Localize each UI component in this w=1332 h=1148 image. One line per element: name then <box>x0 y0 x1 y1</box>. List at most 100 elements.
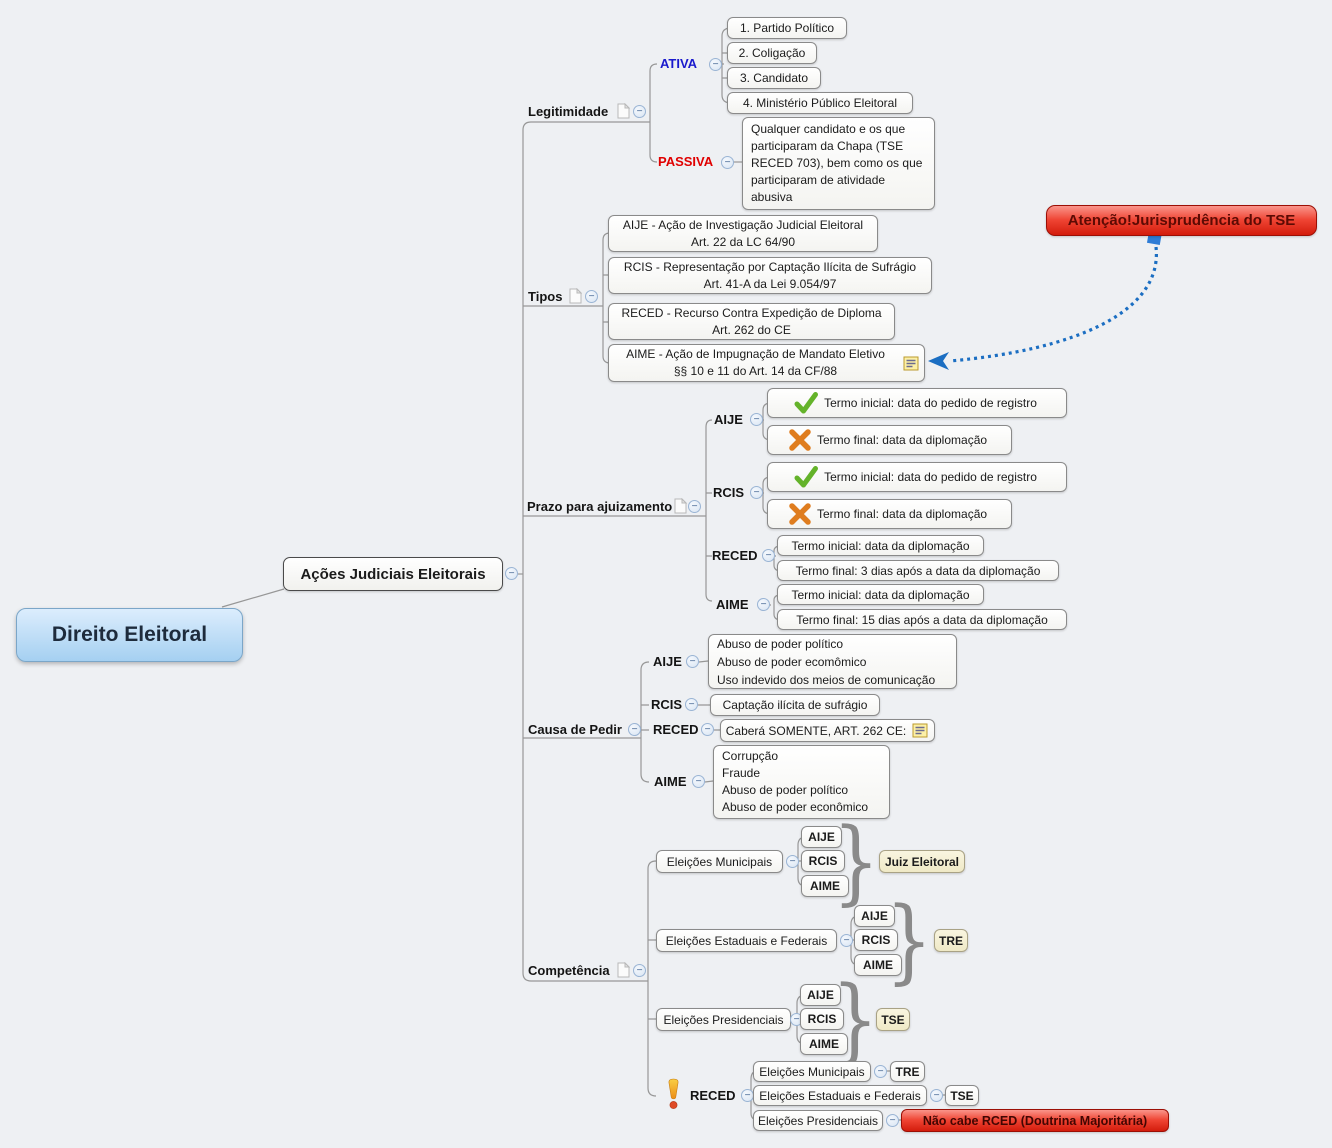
check-icon <box>794 466 819 488</box>
causa-aime-items[interactable]: Corrupção Fraude Abuso de poder político… <box>713 745 890 819</box>
action-label: AIJE <box>807 988 834 1002</box>
tipo-rcis[interactable]: RCIS - Representação por Captação Ilícit… <box>608 257 932 294</box>
prazo-reced[interactable]: RECED <box>712 548 758 563</box>
prazo-aije[interactable]: AIJE <box>714 412 743 427</box>
collapse-icon[interactable] <box>709 58 722 71</box>
notes-paper-icon[interactable] <box>617 103 630 119</box>
collapse-icon[interactable] <box>874 1065 887 1078</box>
ativa-item[interactable]: 2. Coligação <box>727 42 817 64</box>
reced-court-tre[interactable]: TRE <box>890 1061 925 1082</box>
termo-text: Termo inicial: data da diplomação <box>791 538 970 553</box>
collapse-icon[interactable] <box>750 486 763 499</box>
passiva-description-text: Qualquer candidato e os que participaram… <box>751 122 923 204</box>
court-juiz-eleitoral[interactable]: Juiz Eleitoral <box>879 850 965 873</box>
ativa-item-label: 4. Ministério Público Eleitoral <box>742 96 898 110</box>
causa-aime[interactable]: AIME <box>654 774 687 789</box>
court-tse[interactable]: TSE <box>876 1008 910 1031</box>
note-icon[interactable] <box>912 723 929 739</box>
comp-estaduais[interactable]: Eleições Estaduais e Federais <box>656 929 837 952</box>
tipo-reced[interactable]: RECED - Recurso Contra Expedição de Dipl… <box>608 303 895 340</box>
collapse-icon[interactable] <box>721 156 734 169</box>
action-label: AIJE <box>808 830 835 844</box>
reced-warning-label: Não cabe RCED (Doutrina Majoritária) <box>922 1113 1148 1128</box>
collapse-icon[interactable] <box>585 290 598 303</box>
node-ativa-label: ATIVA <box>660 56 698 71</box>
reced-presidenciais[interactable]: Eleições Presidenciais <box>753 1110 883 1131</box>
causa-rcis[interactable]: RCIS <box>651 697 682 712</box>
collapse-icon[interactable] <box>750 413 763 426</box>
prazo-reced-inicial[interactable]: Termo inicial: data da diplomação <box>777 535 984 556</box>
tipo-subtitle: §§ 10 e 11 do Art. 14 da CF/88 <box>673 364 838 378</box>
prazo-aije-final[interactable]: Termo final: data da diplomação <box>767 425 1012 455</box>
reced-estaduais[interactable]: Eleições Estaduais e Federais <box>753 1085 927 1106</box>
notes-paper-icon[interactable] <box>617 962 630 978</box>
tipo-subtitle: Art. 41-A da Lei 9.054/97 <box>703 276 837 291</box>
collapse-icon[interactable] <box>886 1114 899 1127</box>
reced-municipais[interactable]: Eleições Municipais <box>753 1061 871 1082</box>
tipo-aije[interactable]: AIJE - Ação de Investigação Judicial Ele… <box>608 215 878 252</box>
reced-row-label: Eleições Presidenciais <box>757 1113 879 1128</box>
causa-rcis-item[interactable]: Captação ilícita de sufrágio <box>710 694 880 716</box>
comp-municipais-label: Eleições Municipais <box>666 854 773 869</box>
node-ativa[interactable]: ATIVA <box>660 56 697 71</box>
prazo-rcis-final[interactable]: Termo final: data da diplomação <box>767 499 1012 529</box>
ativa-item[interactable]: 1. Partido Político <box>727 17 847 39</box>
causa-aije[interactable]: AIJE <box>653 654 682 669</box>
collapse-icon[interactable] <box>633 964 646 977</box>
collapse-icon[interactable] <box>840 934 853 947</box>
branch-tipos[interactable]: Tipos <box>528 289 562 304</box>
notes-paper-icon[interactable] <box>674 498 687 514</box>
note-icon[interactable] <box>903 356 920 372</box>
prazo-reced-final[interactable]: Termo final: 3 dias após a data da diplo… <box>777 560 1059 581</box>
prazo-reced-label: RECED <box>712 548 758 563</box>
termo-text: Termo final: data da diplomação <box>816 507 988 521</box>
collapse-icon[interactable] <box>688 500 701 513</box>
court-label: TSE <box>950 1088 974 1103</box>
branch-prazo[interactable]: Prazo para ajuizamento <box>527 499 672 514</box>
prazo-aime-final[interactable]: Termo final: 15 dias após a data da dipl… <box>777 609 1067 630</box>
collapse-icon[interactable] <box>701 723 714 736</box>
collapse-icon[interactable] <box>930 1089 943 1102</box>
tipo-title: RECED - Recurso Contra Expedição de Dipl… <box>621 305 882 320</box>
ativa-item[interactable]: 3. Candidato <box>727 67 821 89</box>
causa-aije-items[interactable]: Abuso de poder político Abuso de poder e… <box>708 634 957 689</box>
comp-presidenciais[interactable]: Eleições Presidenciais <box>656 1008 791 1031</box>
collapse-icon[interactable] <box>505 567 518 580</box>
prazo-rcis-inicial[interactable]: Termo inicial: data do pedido de registr… <box>767 462 1067 492</box>
comp-reced-label: RECED <box>690 1088 736 1103</box>
passiva-description[interactable]: Qualquer candidato e os que participaram… <box>742 117 935 210</box>
branch-causa[interactable]: Causa de Pedir <box>528 722 622 737</box>
collapse-icon[interactable] <box>757 598 770 611</box>
comp-municipais[interactable]: Eleições Municipais <box>656 850 783 873</box>
notes-paper-icon[interactable] <box>569 288 582 304</box>
root-topic[interactable]: Direito Eleitoral <box>16 608 243 662</box>
reced-warning[interactable]: Não cabe RCED (Doutrina Majoritária) <box>901 1109 1169 1132</box>
node-passiva[interactable]: PASSIVA <box>658 154 713 169</box>
collapse-icon[interactable] <box>628 723 641 736</box>
comp-reced[interactable]: RECED <box>690 1088 736 1103</box>
collapse-icon[interactable] <box>692 775 705 788</box>
prazo-aije-inicial[interactable]: Termo inicial: data do pedido de registr… <box>767 388 1067 418</box>
collapse-icon[interactable] <box>633 105 646 118</box>
court-label: TSE <box>881 1012 905 1027</box>
ativa-item[interactable]: 4. Ministério Público Eleitoral <box>727 92 913 114</box>
collapse-icon[interactable] <box>686 655 699 668</box>
prazo-aime[interactable]: AIME <box>716 597 749 612</box>
attention-callout[interactable]: Atenção!Jurisprudência do TSE <box>1046 205 1317 236</box>
branch-legitimidade[interactable]: Legitimidade <box>528 104 608 119</box>
causa-reced-item[interactable]: Caberá SOMENTE, ART. 262 CE: <box>720 719 935 742</box>
branch-competencia[interactable]: Competência <box>528 963 610 978</box>
prazo-aime-inicial[interactable]: Termo inicial: data da diplomação <box>777 584 984 605</box>
collapse-icon[interactable] <box>762 549 775 562</box>
court-tre[interactable]: TRE <box>934 929 968 952</box>
brace-glyph <box>896 890 922 990</box>
causa-reced[interactable]: RECED <box>653 722 699 737</box>
reced-court-tse[interactable]: TSE <box>945 1085 979 1106</box>
collapse-icon[interactable] <box>685 698 698 711</box>
prazo-rcis[interactable]: RCIS <box>713 485 744 500</box>
causa-rcis-label: RCIS <box>651 697 683 712</box>
tipo-aime[interactable]: AIME - Ação de Impugnação de Mandato Ele… <box>608 344 925 382</box>
main-topic[interactable]: Ações Judiciais Eleitorais <box>283 557 503 591</box>
collapse-icon[interactable] <box>786 855 799 868</box>
causa-text: Corrupção Fraude Abuso de poder político… <box>722 749 869 814</box>
